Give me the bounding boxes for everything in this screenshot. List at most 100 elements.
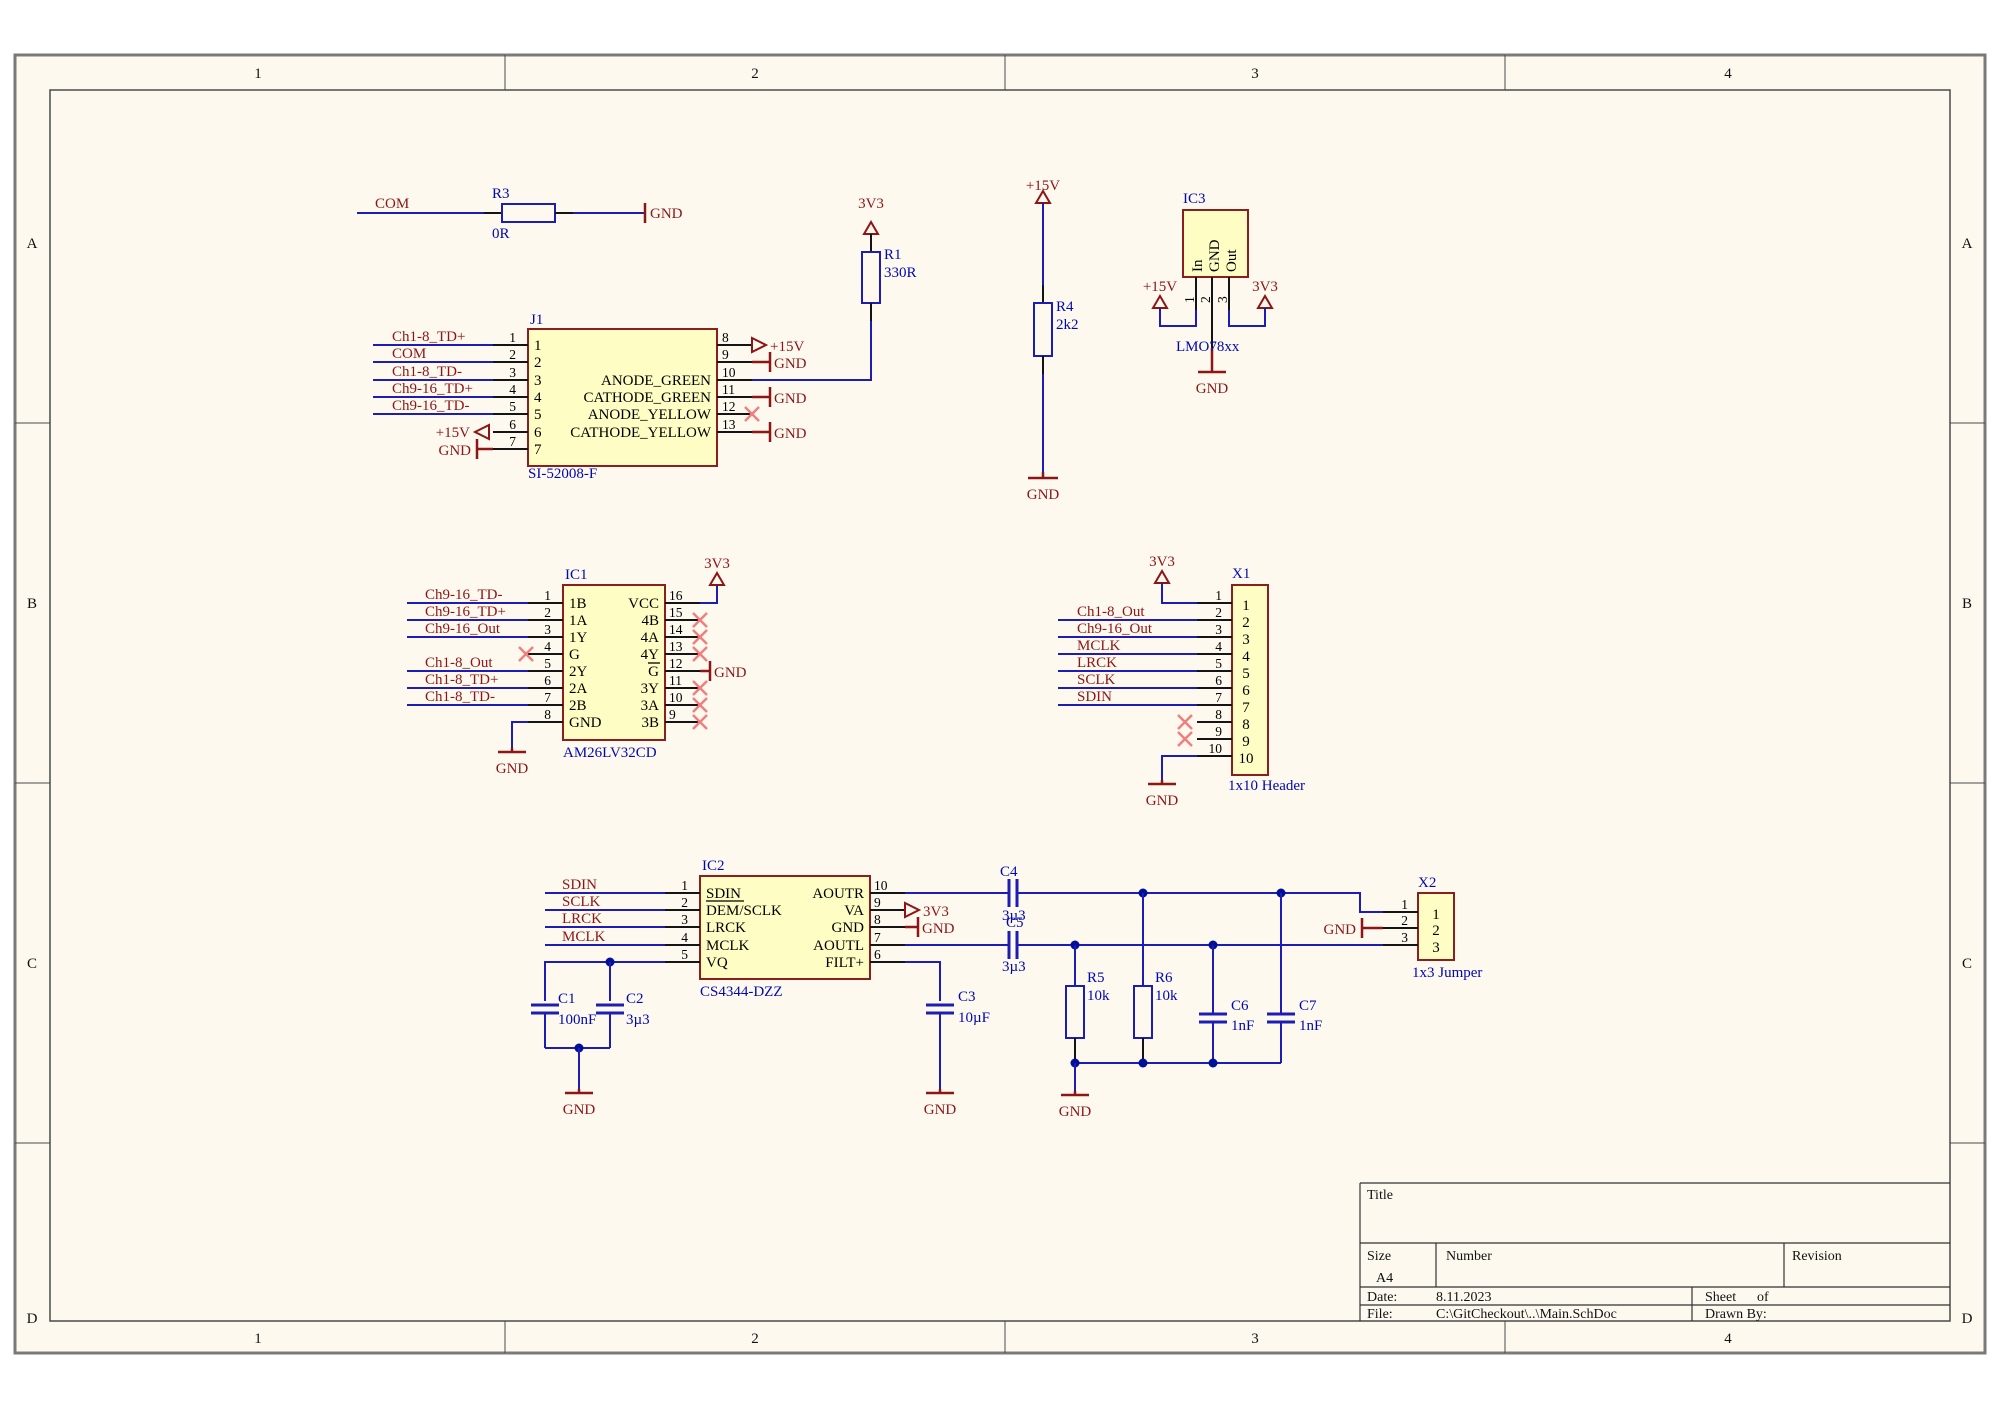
ic1-pin2-num: 2 [544, 605, 551, 620]
drawn-by-label: Drawn By: [1705, 1307, 1767, 1322]
c1-designator[interactable]: C1 [558, 991, 576, 1007]
gnd-port-label: GND [650, 206, 683, 222]
net-label-mclk[interactable]: MCLK [1077, 638, 1121, 654]
net-label-ch9-16-tdp[interactable]: Ch9-16_TD+ [425, 604, 506, 620]
no-connect-x [692, 612, 708, 730]
r4-value[interactable]: 2k2 [1056, 317, 1079, 333]
resistor-r3-circuit[interactable]: GND COM R3 0R [357, 186, 683, 242]
net-label-ch9-16-out[interactable]: Ch9-16_Out [425, 621, 501, 637]
net-label-com[interactable]: COM [375, 196, 409, 212]
net-label-ch1-8-tdp[interactable]: Ch1-8_TD+ [392, 329, 465, 345]
c5-value[interactable]: 3µ3 [1002, 959, 1026, 975]
resistor-r4-body[interactable] [1033, 302, 1053, 357]
net-label-sdin[interactable]: SDIN [562, 877, 597, 893]
net-label-sclk[interactable]: SCLK [562, 894, 601, 910]
r6-designator[interactable]: R6 [1155, 970, 1173, 986]
connector-j1[interactable]: J1 SI-52008-F 1 2 3 4 5 6 7 1 2 3 4 5 6 … [373, 312, 807, 482]
power-port-15v-icon [751, 336, 769, 354]
r1-value[interactable]: 330R [884, 265, 917, 281]
j1-part-name[interactable]: SI-52008-F [528, 466, 597, 482]
c2-value[interactable]: 3µ3 [626, 1012, 650, 1028]
x2-pin3-num: 3 [1401, 930, 1408, 945]
resistor-r3-body[interactable] [501, 203, 556, 223]
x1-part-name[interactable]: 1x10 Header [1228, 778, 1305, 794]
cap-c3-circuit[interactable]: GND C3 10µF [905, 961, 990, 1118]
j1-body[interactable] [527, 328, 718, 467]
r5-designator[interactable]: R5 [1087, 970, 1105, 986]
x1-body[interactable] [1231, 584, 1269, 776]
net-label-ch1-8-tdp[interactable]: Ch1-8_TD+ [425, 672, 498, 688]
ic2-part-name[interactable]: CS4344-DZZ [700, 984, 783, 1000]
gnd-port-label: GND [774, 391, 807, 407]
ic1-pin1-num: 1 [544, 588, 551, 603]
net-label-ch9-16-tdm[interactable]: Ch9-16_TD- [392, 398, 470, 414]
ic3-part-name[interactable]: LMO78xx [1176, 339, 1240, 355]
net-label-ch1-8-tdm[interactable]: Ch1-8_TD- [425, 689, 495, 705]
net-label-lrck[interactable]: LRCK [1077, 655, 1117, 671]
resistor-r1-body[interactable] [861, 251, 881, 304]
ic1-am26lv32cd[interactable]: IC1 AM26LV32CD 1 2 3 4 5 6 7 8 1B 1A 1Y … [407, 556, 747, 777]
resistor-r4-circuit[interactable]: +15V GND R4 2k2 [1026, 178, 1079, 503]
zone-row-d-left: D [27, 1311, 38, 1327]
r6-value[interactable]: 10k [1155, 988, 1178, 1004]
ic3-pin-name-out: Out [1224, 249, 1240, 272]
file-value: C:\GitCheckout\..\Main.SchDoc [1436, 1307, 1617, 1322]
regulator-ic3[interactable]: IC3 In GND Out 1 2 3 +15V 3V3 GND LMO78x… [1143, 191, 1278, 397]
zone-row-c-left: C [27, 956, 37, 972]
resistor-r5-body[interactable] [1065, 985, 1085, 1039]
net-label-com[interactable]: COM [392, 346, 426, 362]
ic1-designator[interactable]: IC1 [565, 567, 588, 583]
sheet-frame: 1 2 3 4 1 2 3 4 A B C D A B C D [13, 53, 1987, 1355]
c6-value[interactable]: 1nF [1231, 1018, 1254, 1034]
resistor-r6-body[interactable] [1133, 985, 1153, 1039]
r3-value[interactable]: 0R [492, 226, 510, 242]
net-label-mclk[interactable]: MCLK [562, 929, 606, 945]
net-label-ch9-16-tdp[interactable]: Ch9-16_TD+ [392, 381, 473, 397]
audio-output-network[interactable]: C4 3µ3 C5 3µ3 R5 10k R6 10k C6 1nF C7 [905, 864, 1383, 1120]
r4-designator[interactable]: R4 [1056, 299, 1074, 315]
r5-value[interactable]: 10k [1087, 988, 1110, 1004]
ic3-body[interactable] [1182, 209, 1249, 278]
header-x1[interactable]: X1 1x10 Header 1 2 3 4 5 6 7 8 9 10 1 2 … [1058, 554, 1305, 809]
ic1-pin13-num: 13 [669, 639, 683, 654]
net-label-ch9-16-out[interactable]: Ch9-16_Out [1077, 621, 1153, 637]
ic1-part-name[interactable]: AM26LV32CD [563, 745, 657, 761]
x2-designator[interactable]: X2 [1418, 875, 1436, 891]
x2-part-name[interactable]: 1x3 Jumper [1412, 965, 1482, 981]
c2-designator[interactable]: C2 [626, 991, 644, 1007]
x2-body[interactable] [1417, 892, 1455, 961]
net-label-lrck[interactable]: LRCK [562, 911, 602, 927]
ic3-pin2-num: 2 [1198, 296, 1213, 303]
net-label-ch1-8-out[interactable]: Ch1-8_Out [1077, 604, 1145, 620]
c7-value[interactable]: 1nF [1299, 1018, 1322, 1034]
cap-c1-c2-circuit[interactable]: GND C1 100nF C2 3µ3 [531, 957, 665, 1119]
c5-designator[interactable]: C5 [1006, 915, 1024, 931]
r1-designator[interactable]: R1 [884, 247, 902, 263]
ic2-designator[interactable]: IC2 [702, 858, 725, 874]
net-label-ch9-16-tdm[interactable]: Ch9-16_TD- [425, 587, 503, 603]
c1-value[interactable]: 100nF [558, 1012, 596, 1028]
ic2-cs4344[interactable]: IC2 CS4344-DZZ 1 2 3 4 5 SDIN DEM/SCLK L… [545, 858, 955, 1000]
jumper-x2[interactable]: X2 1x3 Jumper 1 2 3 1 2 3 GND [1324, 875, 1483, 981]
gnd-port-label: GND [922, 921, 955, 937]
c6-designator[interactable]: C6 [1231, 998, 1249, 1014]
c4-value[interactable]: 3µ3 [1002, 908, 1026, 924]
ic1-pin7-name: 2B [569, 698, 587, 714]
j1-designator[interactable]: J1 [530, 312, 543, 328]
x1-pin1-name: 1 [1242, 598, 1250, 614]
r3-designator[interactable]: R3 [492, 186, 510, 202]
c3-value[interactable]: 10µF [958, 1010, 990, 1026]
ic2-pin8-num: 8 [874, 912, 881, 927]
net-label-sdin[interactable]: SDIN [1077, 689, 1112, 705]
x1-designator[interactable]: X1 [1232, 566, 1250, 582]
net-label-ch1-8-tdm[interactable]: Ch1-8_TD- [392, 364, 462, 380]
net-label-sclk[interactable]: SCLK [1077, 672, 1116, 688]
c7-designator[interactable]: C7 [1299, 998, 1317, 1014]
net-label-ch1-8-out[interactable]: Ch1-8_Out [425, 655, 493, 671]
resistor-r1-circuit[interactable]: 3V3 R1 330R [752, 196, 917, 381]
ic1-pin4-name: G [569, 647, 580, 663]
ic2-pin3-name: LRCK [706, 920, 746, 936]
ic3-designator[interactable]: IC3 [1183, 191, 1206, 207]
c3-designator[interactable]: C3 [958, 989, 976, 1005]
c4-designator[interactable]: C4 [1000, 864, 1018, 880]
